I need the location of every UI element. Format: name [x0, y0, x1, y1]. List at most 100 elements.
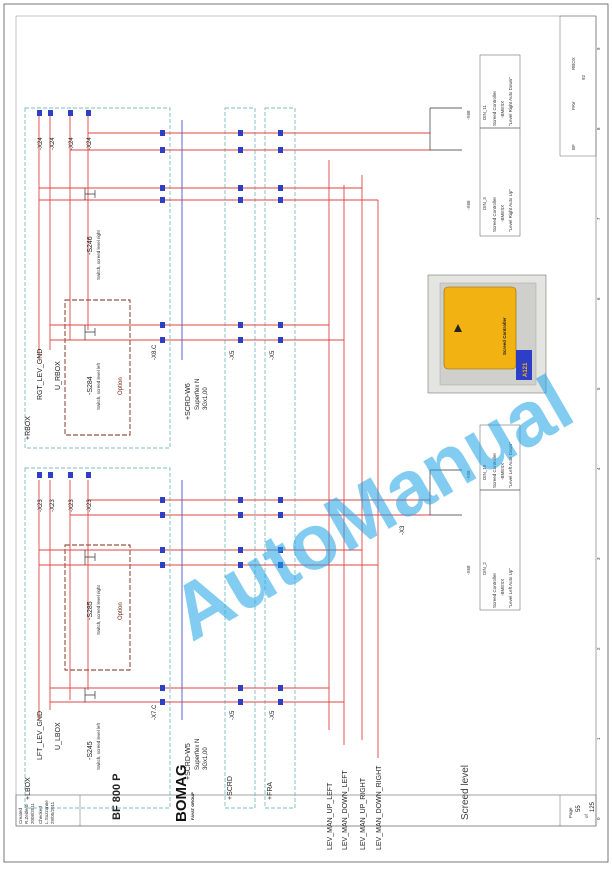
product-name: BF 800 P — [111, 774, 123, 820]
header-info: BF PAV RBOX 92 — [559, 15, 597, 157]
x24-label-c: -X24 — [69, 137, 75, 150]
switch-symbols — [84, 188, 96, 702]
lvl-right-up: "Level Right Auto Up" — [508, 189, 513, 232]
ctrl-label-d: Screed Controller — [492, 90, 497, 126]
sig-down-right: LEV_MAN_DOWN_RIGHT — [376, 765, 383, 850]
x68-table-a: -X68 DIN_2 Screed Controller -BMESX "Lev… — [466, 489, 521, 611]
superflex-label-a: Superflex N — [195, 739, 201, 770]
lbox-frame — [24, 467, 171, 809]
bomag-logo: BOMAG — [173, 765, 190, 823]
horizontal-wires — [39, 108, 431, 703]
x68-b-label: -X68 — [466, 470, 471, 480]
col-2: 2 — [596, 647, 601, 650]
ctrl-label-b: Screed Controller — [492, 452, 497, 488]
ctrl-id-d: -BMESX — [500, 101, 505, 118]
x8-label: -X8.C — [152, 344, 158, 360]
col-5: 5 — [596, 387, 601, 390]
s285-desc: Switch, screed level right — [96, 584, 101, 635]
col-8: 8 — [596, 127, 601, 130]
ctrl-label-c: Screed Controller — [492, 196, 497, 232]
scrd-w5-label: +SCRD-W5 — [185, 743, 192, 780]
x23-label-a: -X23 — [38, 499, 44, 512]
checked-label: Checked — [38, 806, 43, 824]
option-label-upper: Option — [118, 377, 124, 395]
scrd-frame — [224, 107, 256, 809]
sheet-border — [3, 3, 609, 863]
scrd-w6-label: +SCRD-W6 — [185, 383, 192, 420]
option-box-upper — [64, 299, 131, 436]
of-label: of — [584, 813, 589, 818]
x23-label-b: -X23 — [50, 499, 56, 512]
x3-label: -X3 — [400, 525, 406, 535]
lvl-left-up: "Level Left Auto Up" — [508, 568, 513, 608]
warning-icon — [454, 324, 462, 332]
vertical-wires — [38, 115, 379, 758]
u-rbox-label: U_RBOX — [55, 361, 62, 390]
fra-label: +FRA — [267, 782, 274, 800]
screed-controller-image: Screed Controller A121 — [427, 274, 547, 394]
col-4: 4 — [596, 467, 601, 470]
x5-label-c: -X5 — [230, 350, 236, 360]
watermark: AutoManual — [156, 358, 587, 657]
ctrl-id-c: -BMESX — [500, 205, 505, 222]
x68-table-d: -X68 DIN_11 Screed Controller -BMESX "Le… — [466, 54, 521, 129]
x7-label: -X7.C — [152, 704, 158, 720]
sub-value: PAV — [571, 102, 576, 110]
x68-d-label: -X68 — [466, 110, 471, 120]
s246-desc: Switch, screed level right — [96, 229, 101, 280]
u-lbox-label: U_LBOX — [55, 722, 62, 750]
col-0: 0 — [596, 817, 601, 820]
s245-label: -S245 — [87, 741, 94, 760]
s285-label: -S285 — [87, 601, 94, 620]
controller-wires — [430, 107, 462, 516]
cable-size-a: 3Gx1,00 — [203, 747, 209, 770]
lft-lev-gnd-label: LFT_LEV_GND — [37, 711, 44, 760]
x24-label-a: -X24 — [38, 137, 44, 150]
sig-down-left: LEV_MAN_DOWN_LEFT — [342, 770, 349, 850]
col-3: 3 — [596, 557, 601, 560]
s284-label: -S284 — [87, 376, 94, 395]
x68-table-b: -X68 DIN_10 Screed Controller -BMESX "Le… — [466, 424, 521, 491]
column-numbers: 0 1 2 3 4 5 6 7 8 9 — [595, 16, 601, 826]
box-value: RBOX — [571, 57, 576, 70]
x68-d-din11: DIN_11 — [482, 105, 487, 120]
col-9: 9 — [596, 47, 601, 50]
a121-tag — [516, 350, 532, 380]
x5-label-b: -X5 — [270, 710, 276, 720]
cable-size-b: 3Gx1,00 — [203, 387, 209, 410]
x5-label-d: -X5 — [270, 350, 276, 360]
connector-markers — [37, 110, 283, 705]
x24-label-d: -X24 — [87, 137, 93, 150]
x23-label-c: -X23 — [69, 499, 75, 512]
col-1: 1 — [596, 737, 601, 740]
created-date: 2008/2011 — [30, 803, 35, 824]
x5-label-a: -X5 — [230, 710, 236, 720]
title-block: Created R.Zeitlerd 2008/2011 Checked L.S… — [15, 765, 597, 827]
fayat-group: FAYAT GROUP — [190, 792, 195, 820]
created-by: R.Zeitlerd — [24, 804, 29, 824]
col-7: 7 — [596, 217, 601, 220]
x68-c-label: -X68 — [466, 200, 471, 210]
photo-controller-label: Screed Controller — [502, 317, 507, 355]
ctrl-id-a: -BMESX — [500, 579, 505, 596]
page-value: 55 — [576, 805, 582, 812]
checked-date: 29/05/2011 — [50, 801, 55, 824]
fra-frame — [264, 107, 296, 809]
ctrl-label-a: Screed Controller — [492, 572, 497, 608]
superflex-label-b: Superflex N — [195, 379, 201, 410]
mach-value: BF — [571, 144, 576, 150]
sig-up-right: LEV_MAN_UP_RIGHT — [360, 777, 367, 850]
scrd-label: +SCRD — [227, 776, 234, 800]
x68-b-din10: DIN_10 — [482, 464, 487, 480]
x23-label-d: -X23 — [87, 499, 93, 512]
x68-a-label: -X68 — [466, 565, 471, 575]
lbox-label: +LBOX — [25, 777, 32, 800]
rbox-frame — [24, 107, 171, 449]
lvl-left-down: "Level Left Auto Down" — [508, 442, 513, 488]
sheet-title: Screed level — [460, 765, 471, 820]
x68-c-din3: DIN_3 — [482, 197, 487, 210]
lvl-right-down: "Level Right Auto Down" — [508, 77, 513, 126]
controller-yellow-panel — [443, 286, 517, 370]
option-box-lower — [64, 544, 131, 671]
